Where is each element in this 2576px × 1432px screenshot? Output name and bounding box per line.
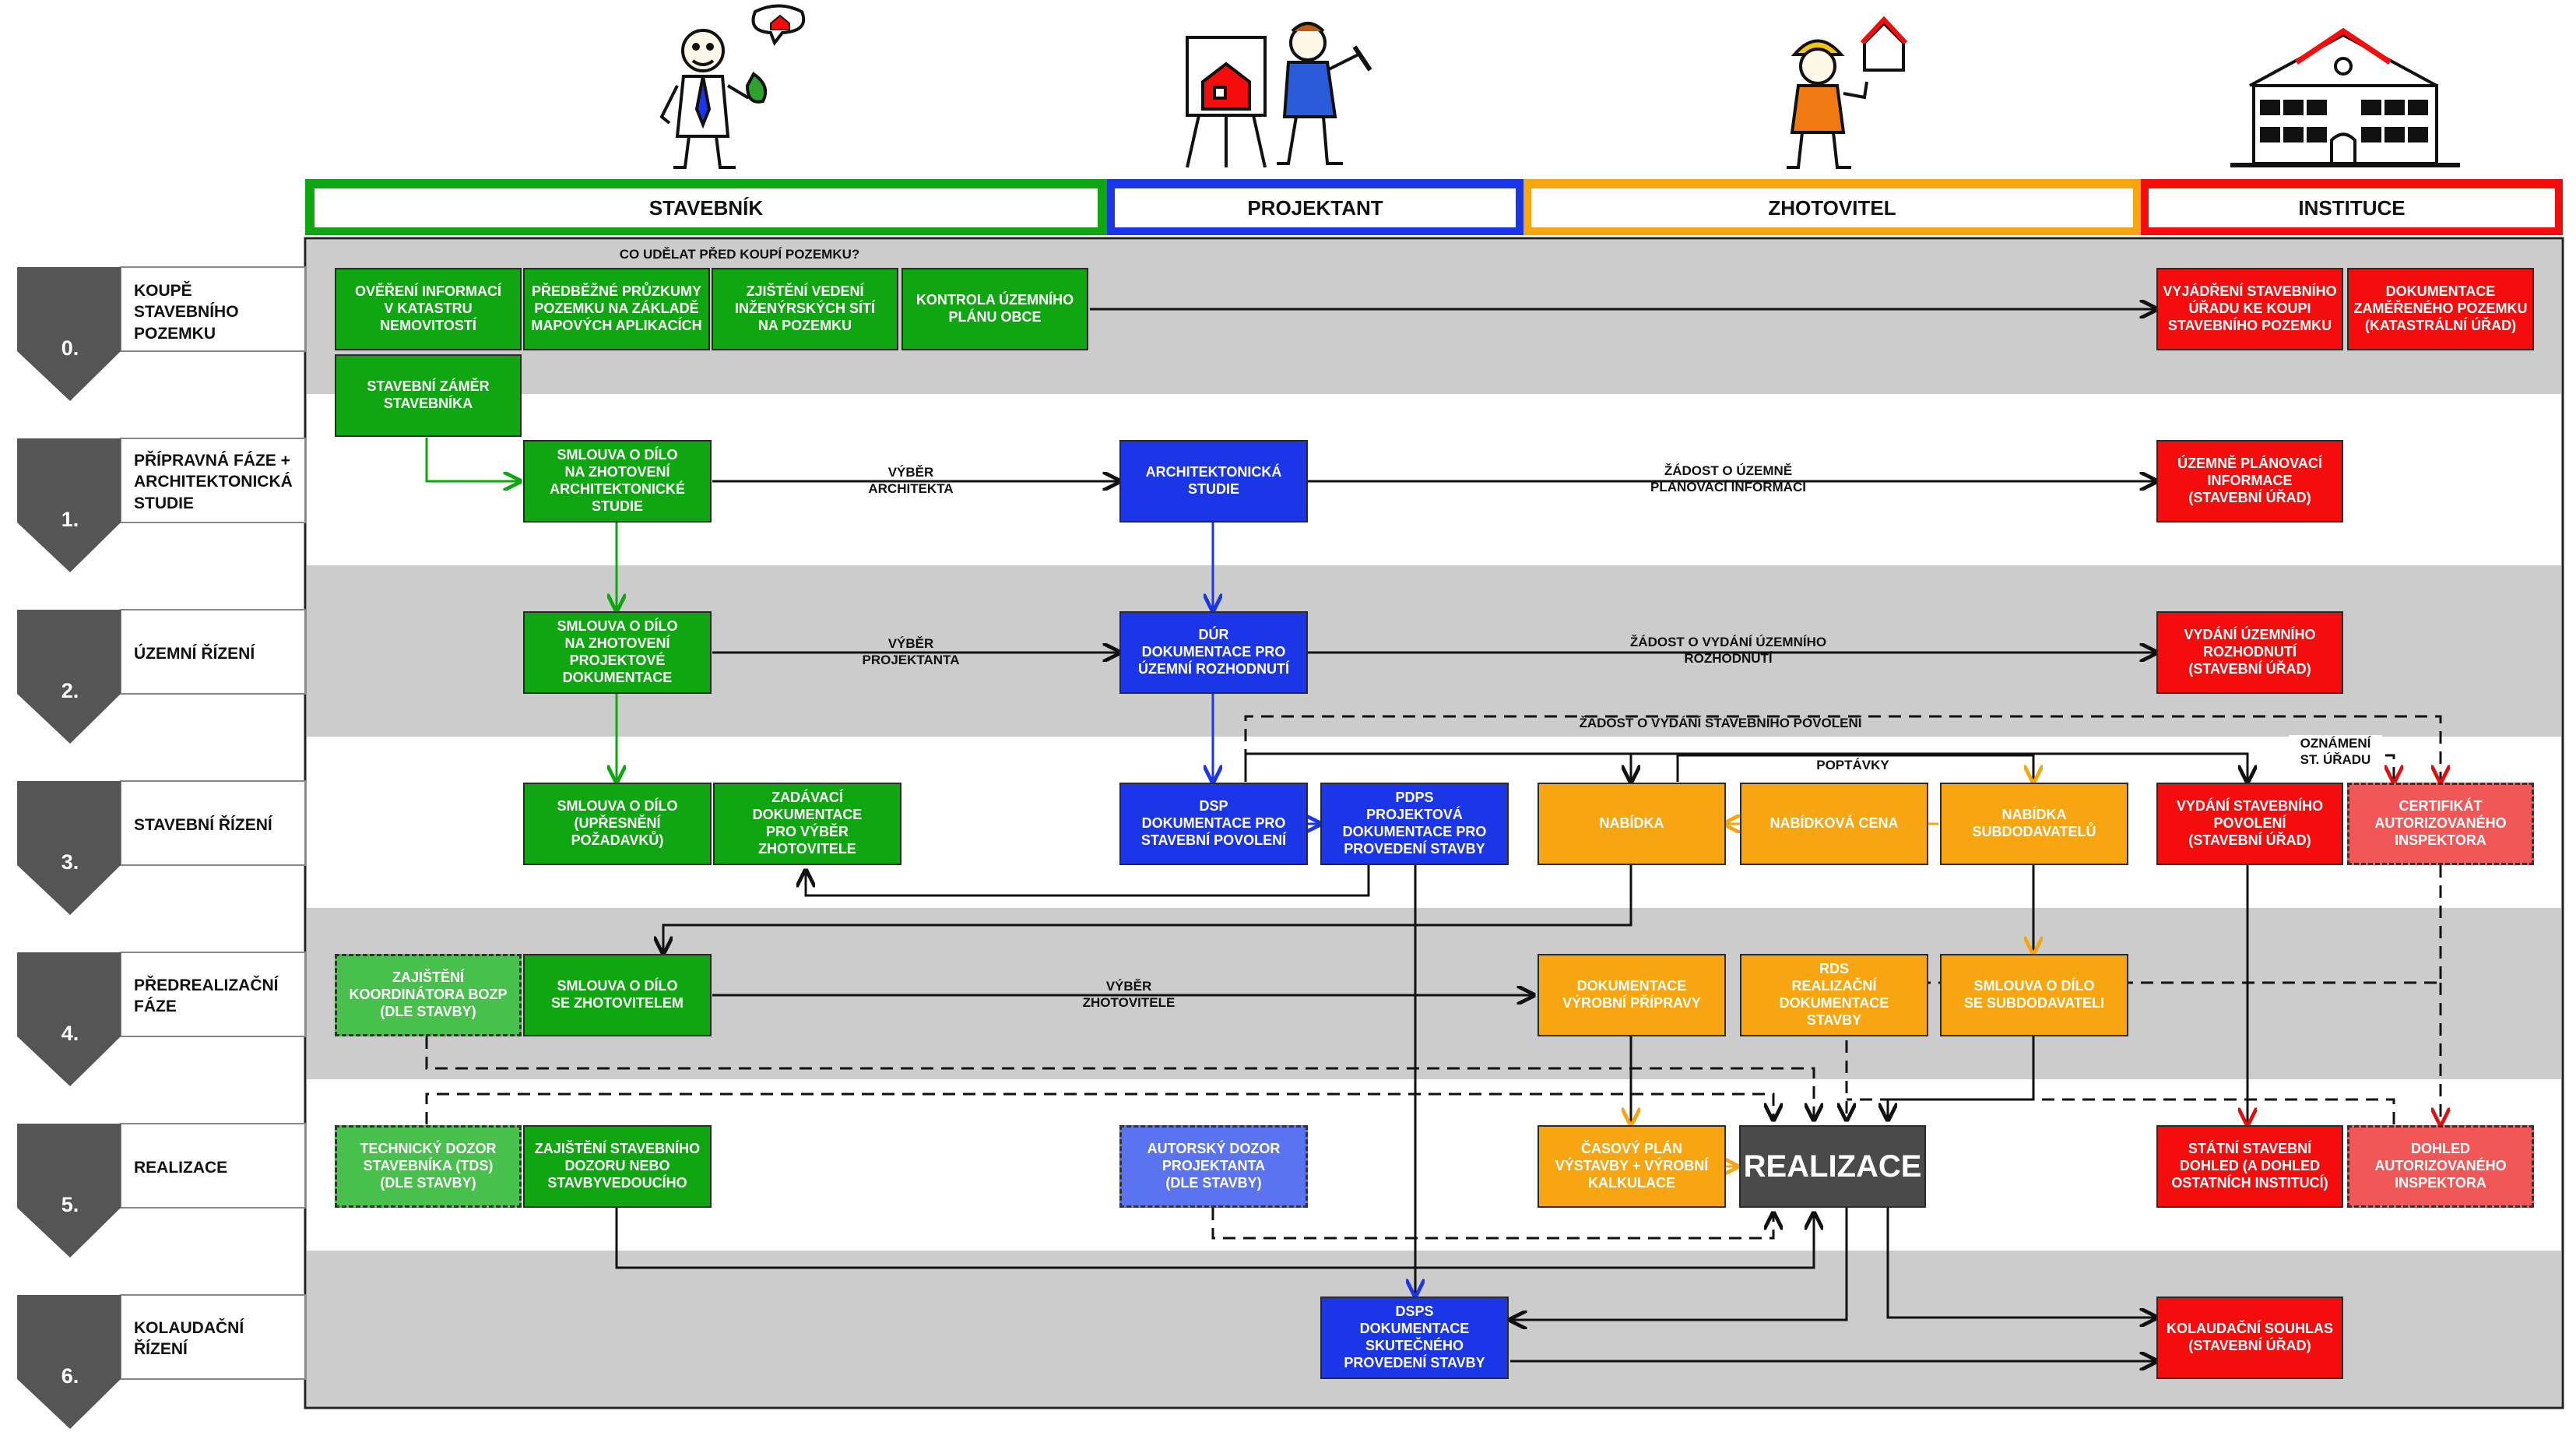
- column-header-projektant: PROJEKTANT: [1115, 188, 1516, 227]
- column-header-zhotovitel: ZHOTOVITEL: [1531, 188, 2133, 227]
- designer-figure-icon: [1186, 22, 1372, 168]
- investor-figure-icon: [659, 4, 806, 169]
- box-zadavaci-dokumentace: ZADÁVACÍ DOKUMENTACE PRO VÝBĚR ZHOTOVITE…: [713, 783, 901, 865]
- phase-number-5: 5.: [61, 1193, 79, 1216]
- box-dohled-inspektora: DOHLED AUTORIZOVANÉHO INSPEKTORA: [2347, 1125, 2534, 1208]
- phase-number-1: 1.: [61, 508, 79, 531]
- phase-label-strips: [120, 266, 306, 1380]
- box-overeni-katastru: OVĚŘENÍ INFORMACÍ V KATASTRU NEMOVITOSTÍ: [335, 268, 522, 350]
- box-smlouva-upresneni: SMLOUVA O DÍLO (UPŘESNĚNÍ POŽADAVKŮ): [523, 783, 712, 865]
- box-statni-dohled: STÁTNÍ STAVEBNÍ DOHLED (A DOHLED OSTATNÍ…: [2156, 1125, 2343, 1208]
- connectors: [425, 309, 2247, 1361]
- phase-label-6: KOLAUDAČNÍ ŘÍZENÍ: [134, 1319, 244, 1359]
- box-smlouva-subdodavateli: SMLOUVA O DÍLO SE SUBDODAVATELI: [1940, 954, 2128, 1036]
- phase-label-3: STAVEBNÍ ŘÍZENÍ: [134, 816, 272, 834]
- box-zjisteni-vedeni: ZJIŠTĚNÍ VEDENÍ INŽENÝRSKÝCH SÍTÍ NA POZ…: [712, 268, 898, 350]
- box-vyjadreni-uradu: VYJÁDŘENÍ STAVEBNÍHO ÚŘADU KE KOUPI STAV…: [2156, 268, 2343, 350]
- institution-building-icon: [2230, 27, 2460, 167]
- phase-label-1: PŘÍPRAVNÁ FÁZE + ARCHITEKTONICKÁ STUDIE: [134, 452, 293, 512]
- phase-label-5: REALIZACE: [134, 1159, 228, 1177]
- phase-number-6: 6.: [61, 1364, 79, 1388]
- phase-chevrons: [17, 267, 121, 1429]
- box-dsps: DSPS DOKUMENTACE SKUTEČNÉHO PROVEDENÍ ST…: [1320, 1297, 1509, 1379]
- box-dokumentace-zamereneho: DOKUMENTACE ZAMĚŘENÉHO POZEMKU (KATASTRÁ…: [2347, 268, 2534, 350]
- builder-figure-icon: [1787, 16, 1908, 169]
- note-vyber-architekta: VÝBĚR ARCHITEKTA: [868, 465, 954, 497]
- box-architektonicka-studie: ARCHITEKTONICKÁ STUDIE: [1119, 440, 1308, 522]
- box-kontrola-uzemniho: KONTROLA ÚZEMNÍHO PLÁNU OBCE: [901, 268, 1088, 350]
- box-casovy-plan: ČASOVÝ PLÁN VÝSTAVBY + VÝROBNÍ KALKULACE: [1538, 1125, 1726, 1208]
- phase-number-2: 2.: [61, 679, 79, 702]
- phase-label-0: KOUPĚ STAVEBNÍHO POZEMKU: [134, 282, 239, 343]
- box-uzemne-planovaci-informace: ÚZEMNĚ PLÁNOVACÍ INFORMACE (STAVEBNÍ ÚŘA…: [2156, 440, 2343, 522]
- note-oznameni-st-uradu: OZNÁMENÍ ST. ÚŘADU: [2289, 735, 2382, 769]
- box-autorsky-dozor: AUTORSKÝ DOZOR PROJEKTANTA (DLE STAVBY): [1119, 1125, 1308, 1208]
- box-vydani-stavebniho: VYDÁNÍ STAVEBNÍHO POVOLENÍ (STAVEBNÍ ÚŘA…: [2156, 783, 2343, 865]
- box-smlouva-architektonicke: SMLOUVA O DÍLO NA ZHOTOVENÍ ARCHITEKTONI…: [523, 440, 712, 522]
- box-realizace: REALIZACE: [1739, 1125, 1926, 1208]
- note-vyber-zhotovitele: VÝBĚR ZHOTOVITELE: [1082, 979, 1176, 1011]
- phase-number-0: 0.: [61, 336, 79, 360]
- box-certifikat: CERTIFIKÁT AUTORIZOVANÉHO INSPEKTORA: [2347, 783, 2534, 865]
- note-zadost-uzemne-planovaci: ŽÁDOST O ÚZEMNĚ PLÁNOVACÍ INFORMACI: [1650, 463, 1806, 495]
- column-header-instituce: INSTITUCE: [2149, 188, 2555, 227]
- box-zajisteni-dozoru: ZAJIŠTĚNÍ STAVEBNÍHO DOZORU NEBO STAVBYV…: [523, 1125, 712, 1208]
- box-dokumentace-vyrobni: DOKUMENTACE VÝROBNÍ PŘÍPRAVY: [1538, 954, 1726, 1036]
- note-vyber-projektanta: VÝBĚR PROJEKTANTA: [862, 636, 960, 668]
- box-vydani-uzemniho: VYDÁNÍ ÚZEMNÍHO ROZHODNUTÍ (STAVEBNÍ ÚŘA…: [2156, 611, 2343, 694]
- phase-number-3: 3.: [61, 850, 79, 874]
- note-pred-koupi: CO UDĚLAT PŘED KOUPÍ POZEMKU?: [619, 247, 860, 262]
- box-zajisteni-bozp: ZAJIŠTĚNÍ KOORDINÁTORA BOZP (DLE STAVBY): [335, 954, 522, 1036]
- box-stavebni-zamer: STAVEBNÍ ZÁMĚR STAVEBNÍKA: [335, 354, 522, 437]
- box-predbezne-pruzkumy: PŘEDBĚŽNÉ PRŮZKUMY POZEMKU NA ZÁKLADĚ MA…: [523, 268, 710, 350]
- phase-number-4: 4.: [61, 1022, 79, 1045]
- column-header-stavebnik: STAVEBNÍK: [315, 188, 1098, 227]
- box-smlouva-projektove: SMLOUVA O DÍLO NA ZHOTOVENÍ PROJEKTOVÉ D…: [523, 611, 712, 694]
- box-pdps: PDPS PROJEKTOVÁ DOKUMENTACE PRO PROVEDEN…: [1320, 783, 1509, 865]
- note-zadost-uzemni-rozhodnuti: ŽÁDOST O VYDÁNÍ ÚZEMNÍHO ROZHODNUTÍ: [1629, 635, 1827, 667]
- phase-label-2: ÚZEMNÍ ŘÍZENÍ: [134, 645, 255, 663]
- box-nabidkova-cena: NABÍDKOVÁ CENA: [1740, 783, 1928, 865]
- box-nabidka: NABÍDKA: [1538, 783, 1726, 865]
- box-dur: DÚR DOKUMENTACE PRO ÚZEMNÍ ROZHODNUTÍ: [1119, 611, 1308, 694]
- phase-label-4: PŘEDREALIZAČNÍ FÁZE: [134, 976, 279, 1016]
- box-kolaudacni-souhlas: KOLAUDAČNÍ SOUHLAS (STAVEBNÍ ÚŘAD): [2156, 1297, 2343, 1379]
- box-technicky-dozor: TECHNICKÝ DOZOR STAVEBNÍKA (TDS) (DLE ST…: [335, 1125, 522, 1208]
- box-rds: RDS REALIZAČNÍ DOKUMENTACE STAVBY: [1740, 954, 1928, 1036]
- box-smlouva-zhotovitelem: SMLOUVA O DÍLO SE ZHOTOVITELEM: [523, 954, 712, 1036]
- box-dsp: DSP DOKUMENTACE PRO STAVEBNÍ POVOLENÍ: [1119, 783, 1308, 865]
- box-nabidka-subdodavatelu: NABÍDKA SUBDODAVATELŮ: [1940, 783, 2128, 865]
- note-poptavky: POPTÁVKY: [1816, 758, 1889, 772]
- note-zadost-stavebni-povoleni: ŽÁDOST O VYDÁNÍ STAVEBNÍHO POVOLENÍ: [1579, 716, 1862, 730]
